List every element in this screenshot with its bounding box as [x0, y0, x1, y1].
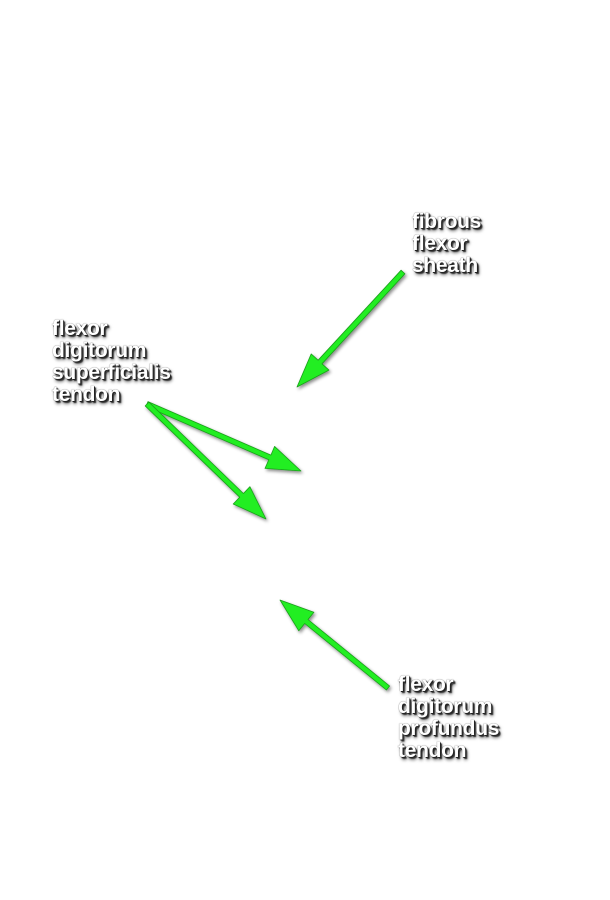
- label-fibrous-flexor-sheath: fibrous flexor sheath: [412, 211, 481, 277]
- label-line: fibrous: [412, 210, 482, 233]
- label-line: superficialis: [52, 361, 171, 384]
- label-flexor-digitorum-profundus-tendon: flexor digitorum profundus tendon: [398, 674, 499, 762]
- label-line: sheath: [412, 254, 478, 277]
- label-line: flexor: [412, 232, 468, 255]
- arrow-fibrous-flexor-sheath: [296, 269, 406, 388]
- label-line: flexor: [398, 673, 454, 696]
- arrow-profundus: [279, 599, 391, 691]
- label-line: digitorum: [398, 695, 493, 718]
- label-line: tendon: [52, 383, 121, 406]
- arrow-superficialis-lower: [144, 401, 267, 520]
- label-line: tendon: [398, 739, 467, 762]
- label-line: flexor: [52, 317, 108, 340]
- label-line: profundus: [398, 717, 500, 740]
- label-flexor-digitorum-superficialis-tendon: flexor digitorum superficialis tendon: [52, 318, 171, 406]
- label-line: digitorum: [52, 339, 147, 362]
- arrow-superficialis-upper: [145, 401, 302, 472]
